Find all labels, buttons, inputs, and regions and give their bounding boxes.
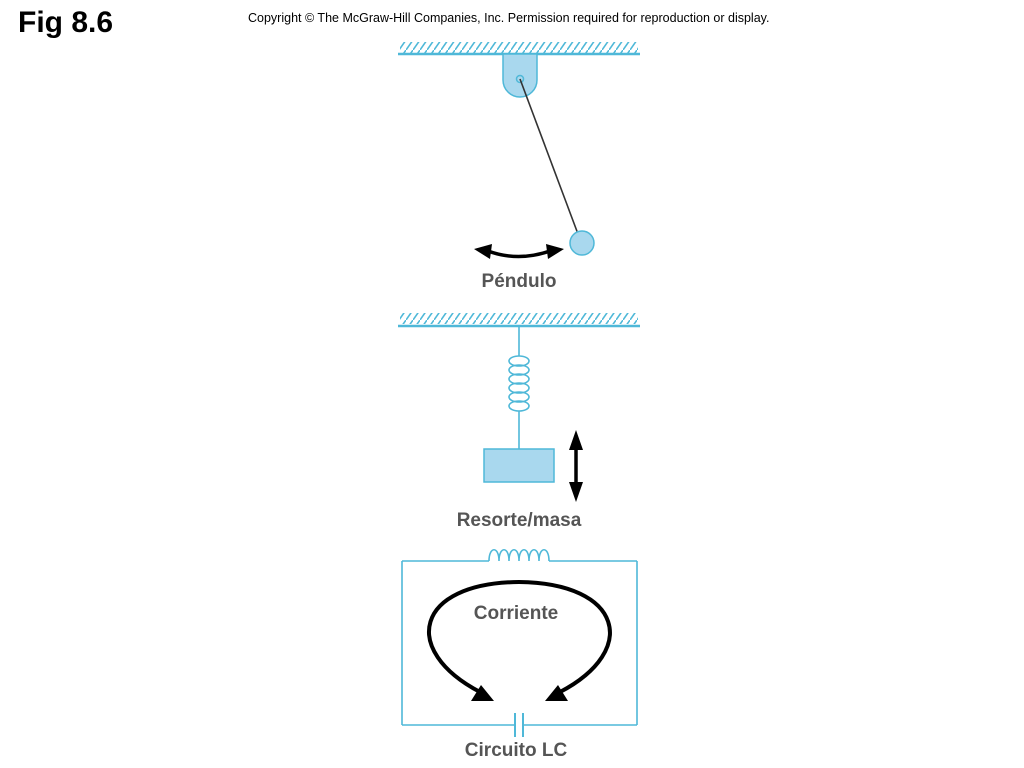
ceiling-hatch-middle (400, 313, 638, 324)
pendulum-string (519, 78, 579, 235)
mass-block (483, 448, 555, 483)
inductor (488, 548, 550, 562)
current-arrowhead-right (545, 685, 568, 701)
pendulum-label: Péndulo (481, 271, 557, 292)
pivot-pin (515, 74, 525, 84)
lc-circuit-label: Circuito LC (464, 740, 568, 761)
vertical-arrow (569, 430, 583, 502)
lc-circuit (401, 548, 638, 737)
current-arrow (427, 579, 612, 694)
figure-title: Fig 8.6 (18, 6, 114, 39)
pendulum (398, 42, 640, 259)
spring (508, 326, 530, 449)
spring-mass-label: Resorte/masa (456, 510, 582, 531)
pendulum-bob (569, 230, 595, 256)
copyright-notice: Copyright © The McGraw-Hill Companies, I… (248, 11, 770, 25)
swing-arrow (474, 244, 564, 259)
circuit-wire (401, 560, 638, 726)
current-arrowhead-left (471, 685, 494, 701)
ceiling-hatch-top (400, 42, 638, 53)
spring-mass-system (398, 313, 640, 502)
capacitor (514, 713, 524, 737)
current-label: Corriente (473, 603, 559, 624)
